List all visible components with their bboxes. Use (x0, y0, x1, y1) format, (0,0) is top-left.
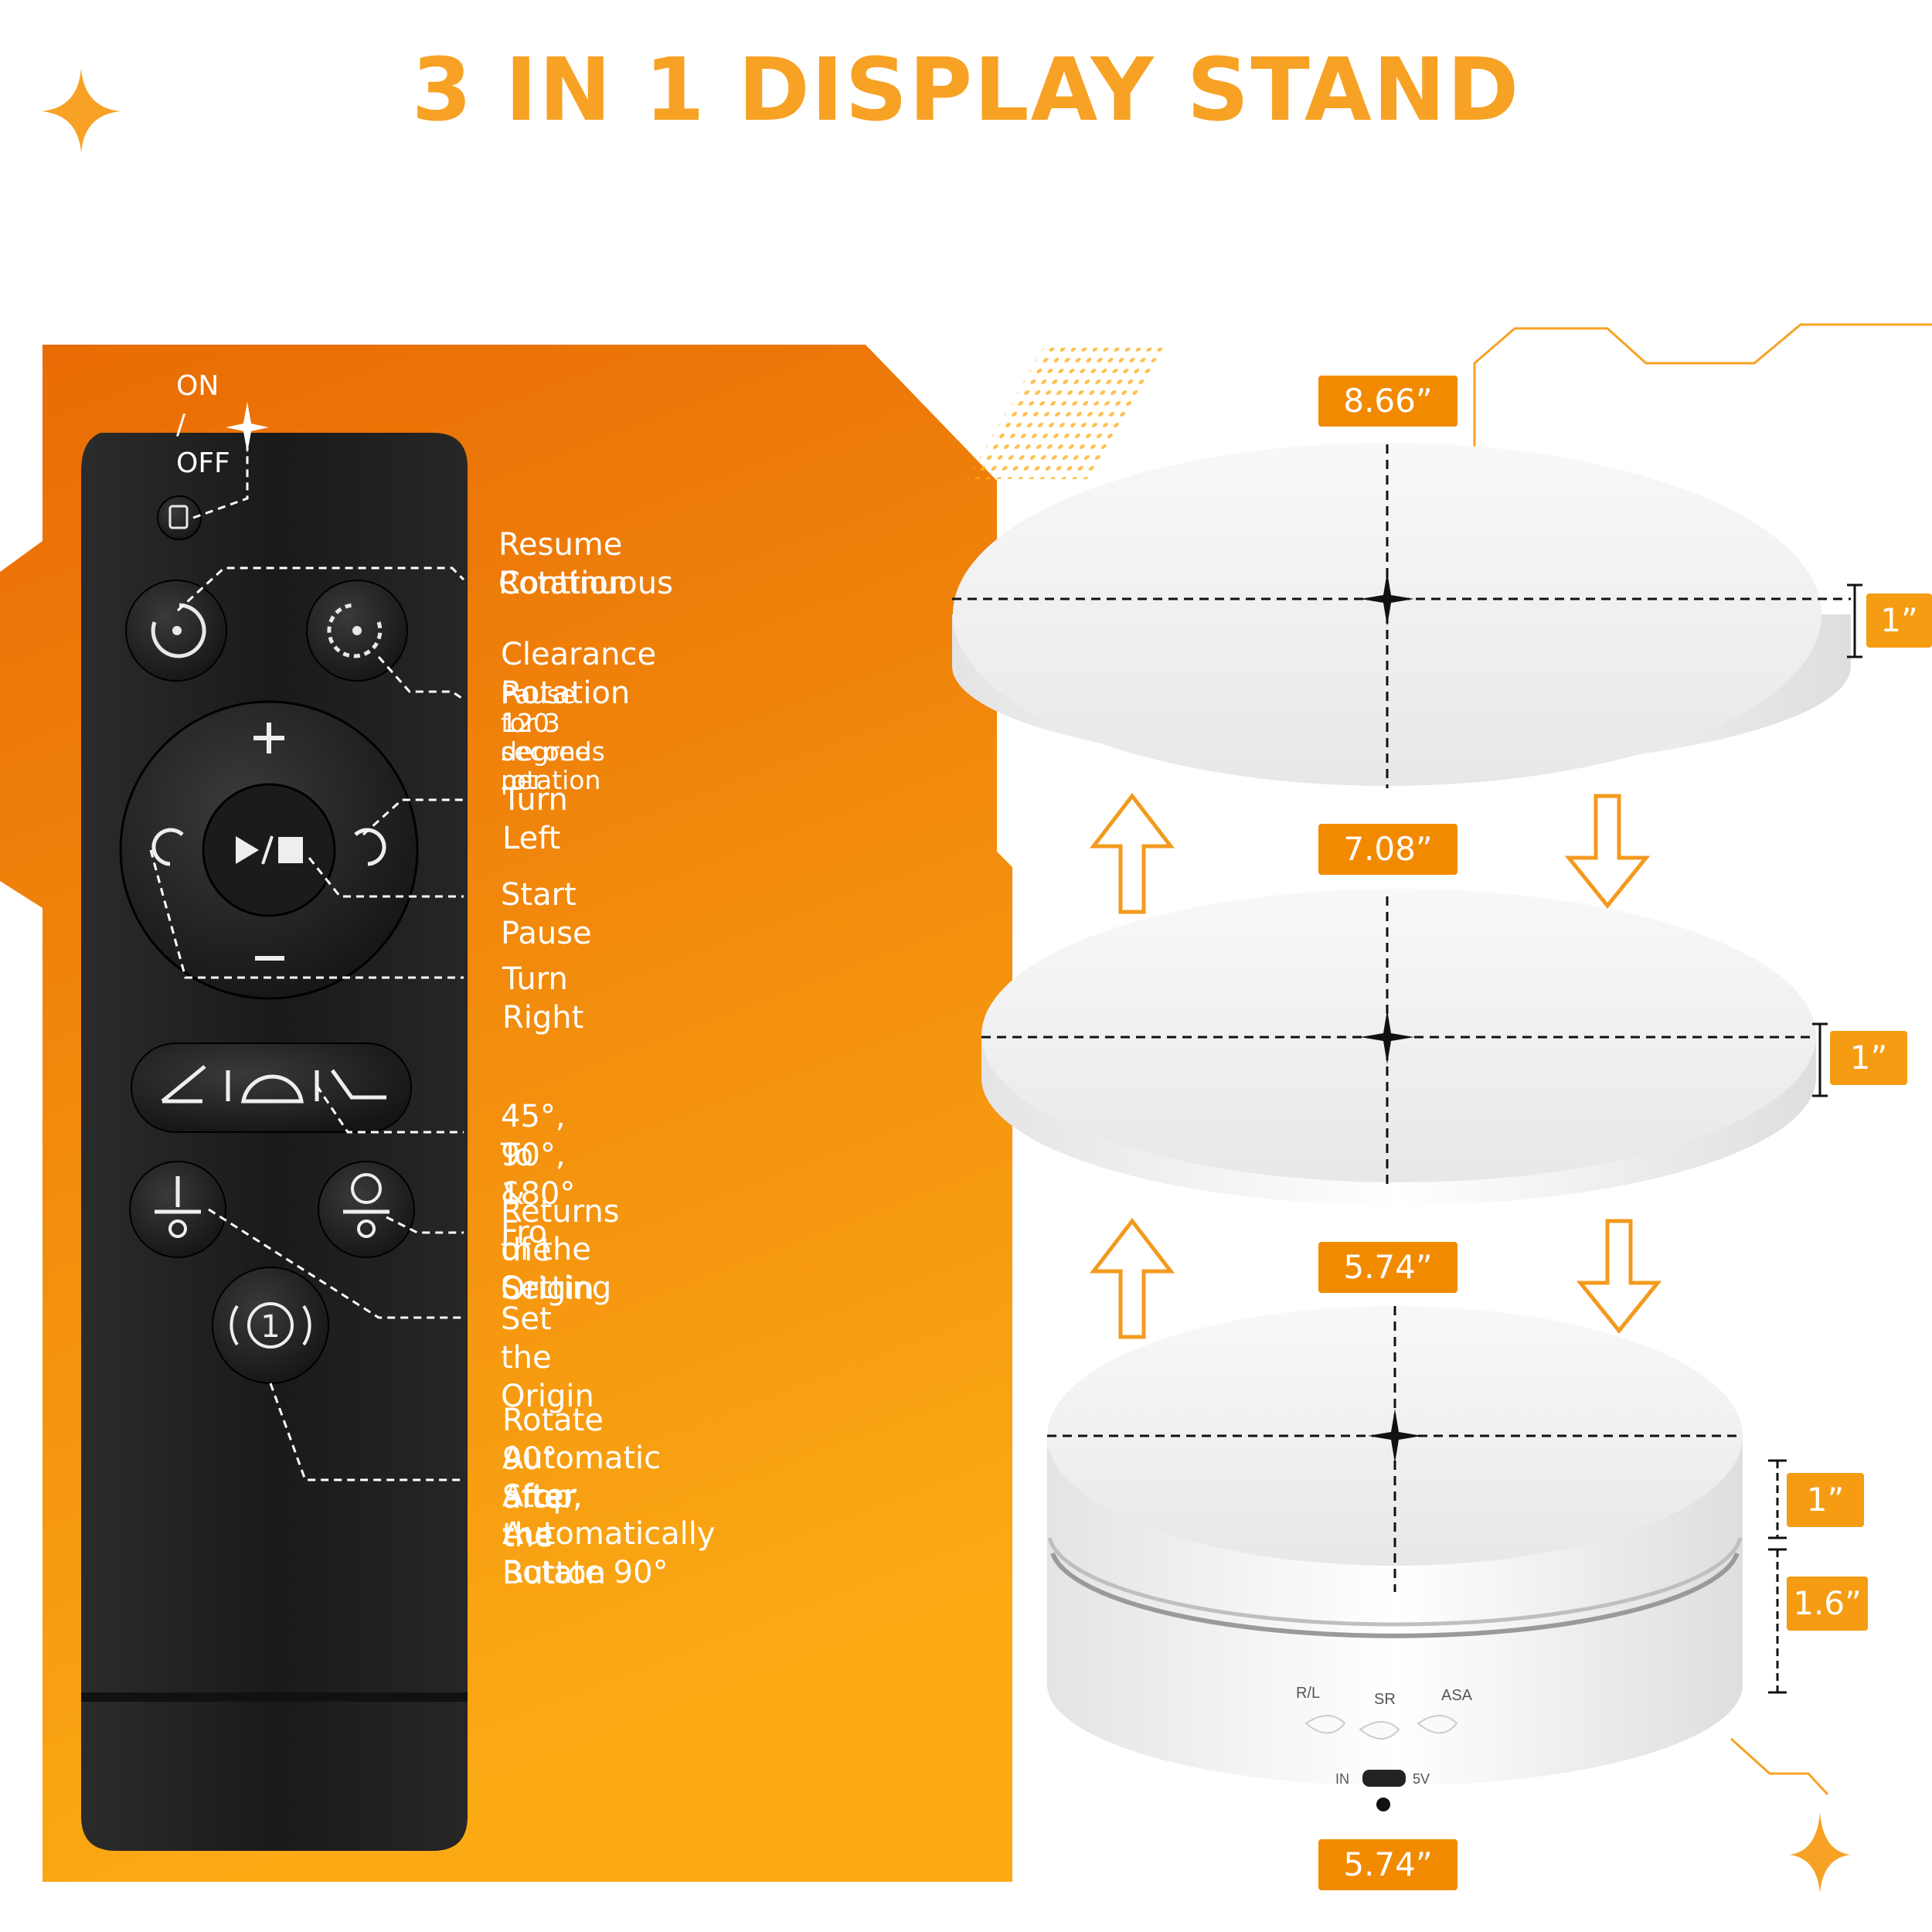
dot-pattern (968, 348, 1168, 479)
turn-left-label: Turn Left (502, 782, 568, 856)
base-diameter-badge: 5.74” (1318, 1839, 1458, 1890)
bottom-diameter-badge: 5.74” (1318, 1242, 1458, 1293)
center-markers (1360, 572, 1422, 1463)
rotate-label-line1: Rotate 90° after the (502, 1403, 604, 1554)
page-title: 3 IN 1 DISPLAY STAND (411, 40, 1521, 141)
start-pause-label: Start Pause (501, 877, 592, 951)
callout-sparkles (226, 402, 269, 453)
sr-switch-label: SR (1374, 1691, 1396, 1708)
svg-text:1: 1 (260, 1309, 280, 1345)
rotate-label-line3: After the Button (502, 1478, 606, 1591)
in-port-label: IN (1335, 1771, 1349, 1787)
rl-switch-label: R/L (1296, 1685, 1321, 1702)
top-height-badge: 1” (1866, 594, 1932, 648)
disc-large (952, 443, 1851, 786)
asa-switch-label: ASA (1441, 1687, 1473, 1704)
up-arrow-icon (1089, 1217, 1175, 1339)
middle-diameter-badge: 7.08” (1318, 824, 1458, 875)
down-arrow-icon (1576, 1219, 1662, 1334)
rotate-label-line4: Automatically Rotate 90° (502, 1516, 716, 1590)
up-arrow-icon (1089, 792, 1175, 914)
disc-medium (981, 889, 1816, 1206)
resume-label-line2: Rotation (498, 566, 628, 601)
return-origin-label-line1: Returns the Origin (501, 1194, 620, 1307)
base-top-height-badge: 1” (1787, 1473, 1864, 1527)
sparkle-icon (1789, 1812, 1851, 1893)
volt-label: 5V (1413, 1771, 1430, 1787)
return-origin-label-line2: of the Setting (501, 1232, 612, 1306)
remote-control: 1 (81, 433, 468, 1851)
callout-lines (149, 433, 465, 1481)
turn-right-label: Turn Right (502, 961, 584, 1036)
rotate-label-line2: Automatic Stop, (502, 1440, 662, 1515)
height-brackets (1768, 583, 1862, 1694)
clearance-sub-line1: Pause for 3 seconds per (501, 679, 605, 795)
top-diameter-badge: 8.66” (1318, 376, 1458, 427)
clearance-sub-line2: 120 degree rotation (501, 708, 601, 795)
sparkle-icon (41, 68, 121, 153)
set-origin-label: Set the Origin (501, 1301, 594, 1414)
angle-label-line2: To & Fro (501, 1138, 548, 1250)
down-arrow-icon (1564, 794, 1651, 909)
angle-label-line1: 45°, 90°, 180° (501, 1099, 576, 1212)
clearance-label: Clearance Rotation (501, 637, 657, 711)
base-height-badge: 1.6” (1787, 1577, 1868, 1631)
on-off-label: ON / OFF (176, 370, 230, 479)
resume-label-line1: Resume Continuous (498, 527, 673, 601)
middle-height-badge: 1” (1830, 1031, 1907, 1085)
